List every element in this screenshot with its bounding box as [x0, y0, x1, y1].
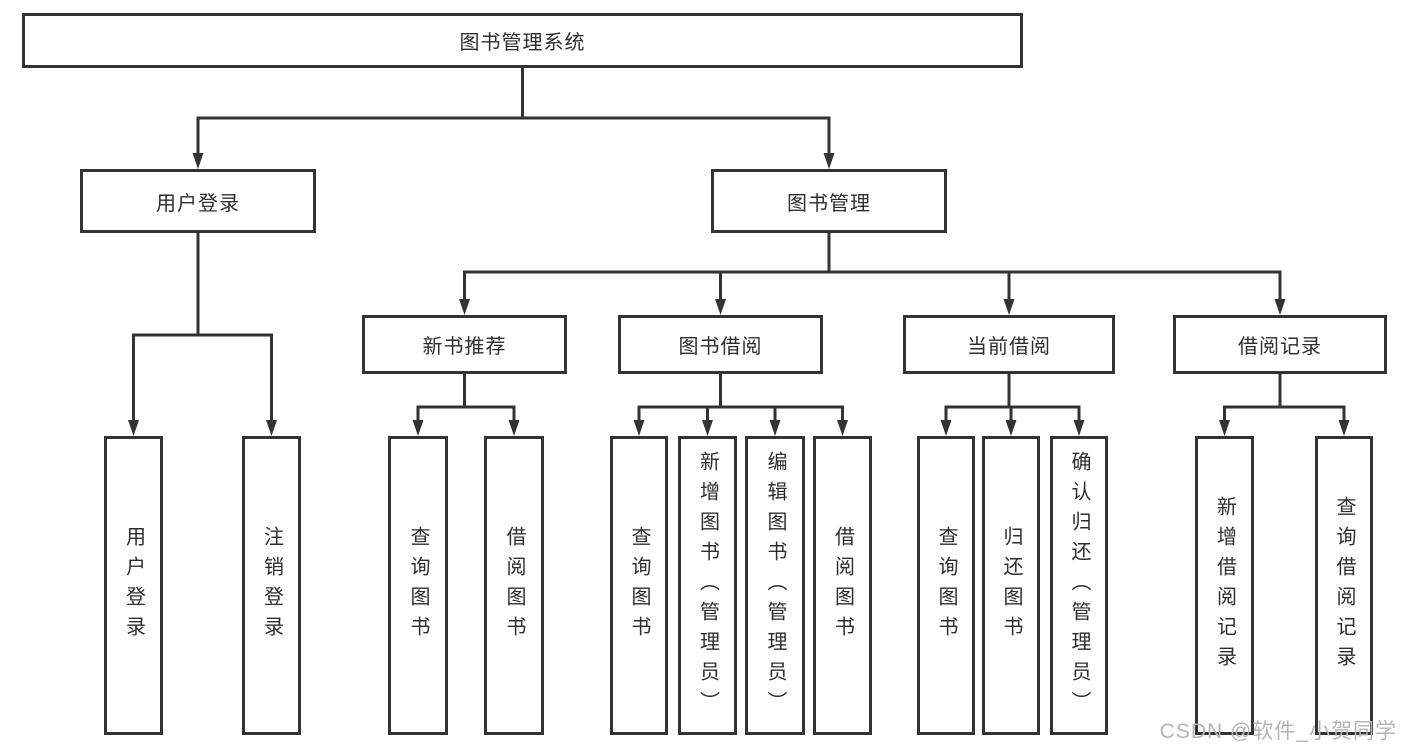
leaf-add-borrow-record: 新增借阅记录 — [1195, 436, 1254, 735]
node-new-book-recommend: 新书推荐 — [362, 315, 567, 374]
node-root: 图书管理系统 — [22, 13, 1023, 68]
connector-book-management-to-level3 — [463, 233, 1282, 302]
arrowhead — [940, 420, 952, 436]
arrowhead — [1219, 420, 1230, 436]
leaf-add-book-admin: 新增图书（管理员） — [678, 436, 737, 735]
arrowhead — [633, 420, 645, 436]
node-current-borrow: 当前借阅 — [903, 315, 1115, 374]
arrowhead — [1338, 420, 1350, 436]
leaf-return-books: 归还图书 — [982, 436, 1040, 735]
arrowhead — [715, 299, 726, 315]
node-book-management: 图书管理 — [711, 169, 947, 233]
arrowhead — [459, 299, 470, 315]
arrowhead — [702, 420, 713, 436]
arrowhead — [412, 420, 424, 436]
connector-root-to-level2 — [196, 68, 831, 156]
node-borrow-records: 借阅记录 — [1173, 315, 1387, 374]
connector-borrow-records-to-leaves — [1223, 374, 1346, 423]
node-book-borrow: 图书借阅 — [618, 315, 823, 374]
leaf-borrow-books: 借阅图书 — [813, 436, 872, 735]
connector-new-book-recommend-to-leaves — [416, 374, 516, 423]
leaf-query-books-recommend: 查询图书 — [388, 436, 448, 735]
leaf-query-books-borrow: 查询图书 — [610, 436, 668, 735]
leaf-query-books-current: 查询图书 — [917, 436, 975, 735]
leaf-borrow-books-recommend: 借阅图书 — [484, 436, 544, 735]
csdn-watermark: CSDN @软件_小贺同学 — [1159, 720, 1397, 743]
connector-current-borrow-to-leaves — [944, 374, 1081, 423]
leaf-confirm-return-admin: 确认归还（管理员） — [1050, 436, 1108, 735]
arrowhead — [1003, 299, 1015, 315]
connector-book-borrow-to-leaves — [637, 374, 844, 423]
leaf-user-login: 用户登录 — [104, 436, 163, 735]
arrowhead — [508, 420, 520, 436]
arrowhead — [1073, 420, 1085, 436]
arrowhead — [1005, 420, 1017, 436]
arrowhead — [1274, 299, 1286, 315]
connector-user-login-to-leaves — [132, 233, 273, 423]
arrowhead — [128, 420, 139, 436]
arrowhead — [192, 153, 204, 169]
arrowhead — [837, 420, 848, 436]
arrowhead — [769, 420, 781, 436]
leaf-logout-login: 注销登录 — [242, 436, 301, 735]
leaf-query-borrow-record: 查询借阅记录 — [1315, 436, 1373, 735]
arrowhead — [823, 153, 835, 169]
node-user-login: 用户登录 — [80, 169, 316, 233]
leaf-edit-book-admin: 编辑图书（管理员） — [745, 436, 805, 735]
arrowhead — [266, 420, 277, 436]
